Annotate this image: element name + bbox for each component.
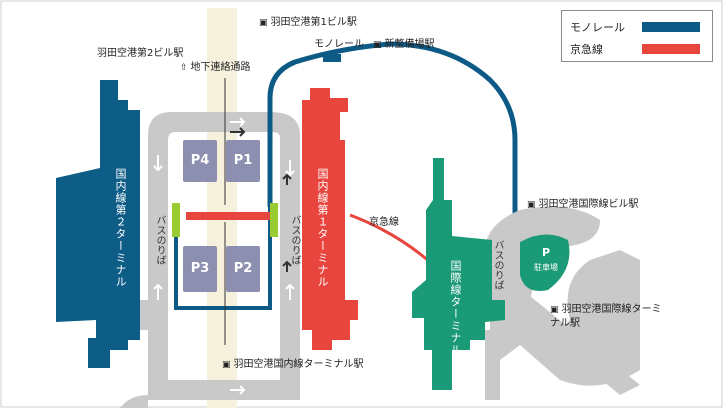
train-icon: ▣ — [550, 305, 559, 315]
shinseibi-station-label: ▣新整備場駅 — [373, 39, 435, 50]
parking-p1 — [226, 140, 260, 182]
bus-stop-intl: バスのりば — [492, 240, 503, 290]
t1-station-label: ▣羽田空港第1ビル駅 — [259, 17, 357, 28]
underground-passage-label: ⇧地下連絡通路 — [180, 62, 251, 73]
intl-parking-label: P — [541, 246, 551, 259]
keikyu-domestic — [186, 212, 271, 220]
legend-keikyu-swatch — [642, 44, 700, 54]
intl-parking-caption: 駐車場 — [534, 263, 558, 272]
keikyu-curve — [349, 213, 431, 264]
parking-p3-label: P3 — [190, 261, 210, 276]
parking-p2 — [226, 246, 260, 292]
terminal-2-building — [56, 80, 140, 368]
train-icon: ▣ — [373, 40, 382, 50]
dark-arrows — [230, 127, 292, 272]
legend-monorail-label: モノレール — [570, 21, 625, 34]
intl-terminal-label: 国際線ターミナル — [449, 260, 462, 356]
keikyu-line-label: 京急線 — [369, 217, 399, 228]
domestic-terminal-station-label: ▣羽田空港国内線ターミナル駅 — [222, 359, 364, 370]
monorail-marker — [323, 54, 341, 62]
intl-terminal-building — [412, 158, 505, 390]
intl-terminal-station-label: ▣羽田空港国際線ターミナル駅 — [550, 304, 662, 329]
terminal-1-building — [302, 88, 358, 350]
legend: モノレール 京急線 — [561, 10, 713, 62]
monorail-line — [267, 41, 518, 260]
parking-p1-label: P1 — [233, 153, 253, 168]
corridor-band — [207, 8, 237, 408]
t1-platform — [270, 203, 278, 237]
monorail-label: モノレール — [314, 39, 364, 50]
monorail-loop — [174, 207, 272, 310]
bus-stop-left: バスのりば — [154, 215, 165, 265]
legend-monorail-swatch — [642, 22, 700, 32]
terminal-2-label: 国内線第２ターミナル — [114, 168, 127, 288]
bus-stop-right: バスのりば — [289, 215, 300, 265]
train-icon: ▣ — [259, 18, 268, 28]
road-arrows — [153, 117, 295, 395]
up-arrow-icon: ⇧ — [180, 63, 188, 73]
train-icon: ▣ — [527, 200, 536, 210]
intl-parking — [520, 234, 570, 291]
parking-p4 — [183, 140, 217, 182]
legend-keikyu-label: 京急線 — [570, 43, 603, 56]
parking-p3 — [183, 246, 217, 292]
intl-roads — [484, 206, 640, 386]
train-icon: ▣ — [222, 360, 231, 370]
intl-bldg-station-label: ▣羽田空港国際線ビル駅 — [527, 199, 639, 210]
terminal-1-label: 国内線第１ターミナル — [316, 168, 329, 288]
t2-platform — [172, 203, 180, 237]
t2-station-label: 羽田空港第2ビル駅 — [97, 48, 184, 59]
parking-p4-label: P4 — [190, 153, 210, 168]
parking-p2-label: P2 — [233, 261, 253, 276]
